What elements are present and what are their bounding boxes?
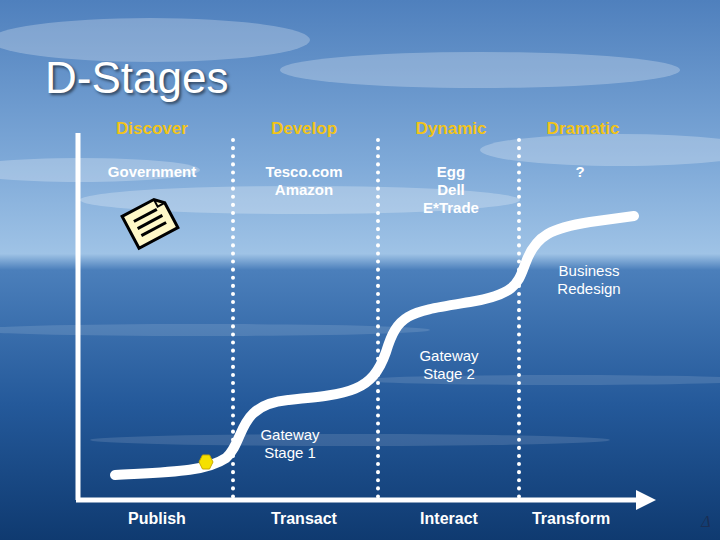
stage-heading: Discover [116, 119, 188, 139]
axis-label: Publish [128, 509, 186, 528]
document-icon [122, 196, 178, 248]
example-organisations: ? [575, 163, 584, 181]
axis-label: Interact [420, 509, 478, 528]
slide-title: D-Stages [45, 52, 228, 105]
curve-annotation: Gateway Stage 2 [419, 347, 478, 383]
example-organisations: Government [108, 163, 196, 181]
logo-mark: Δ [701, 512, 710, 531]
axis-label: Transform [532, 509, 610, 528]
stage-heading: Dynamic [416, 119, 487, 139]
example-organisations: Egg Dell E*Trade [423, 163, 479, 217]
clouds [0, 18, 720, 214]
axis-label: Transact [271, 509, 337, 528]
axis-arrowhead [636, 490, 656, 510]
curve-annotation: Gateway Stage 1 [260, 426, 319, 462]
curve-annotation: Business Redesign [557, 262, 620, 298]
stage-heading: Dramatic [547, 119, 620, 139]
position-marker [199, 455, 213, 469]
stage-heading: Develop [271, 119, 337, 139]
axes [76, 133, 640, 500]
stage-dividers [233, 140, 519, 498]
example-organisations: Tesco.com Amazon [265, 163, 342, 199]
growth-curve [115, 216, 634, 475]
